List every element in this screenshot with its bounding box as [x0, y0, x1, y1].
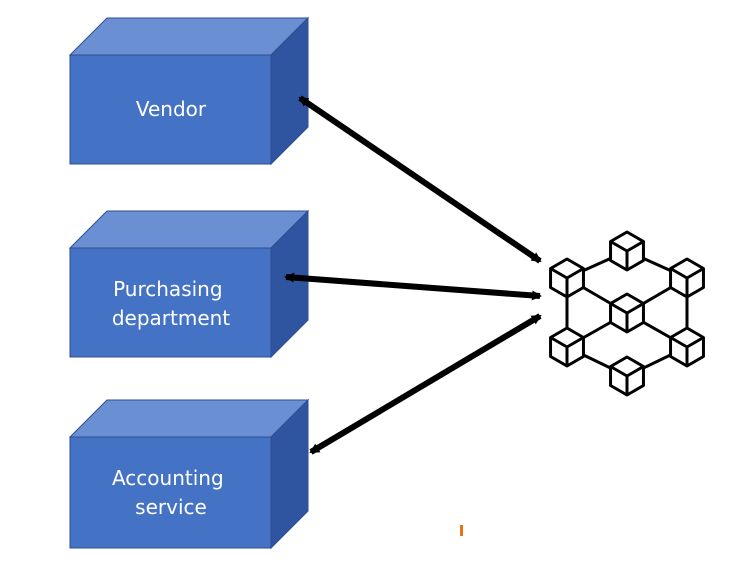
vendor-box-top — [68, 17, 310, 56]
accounting-label-line-1: Accounting — [112, 466, 224, 490]
blockchain-network-icon — [549, 230, 705, 397]
purchasing-label-line-1: Purchasing — [113, 277, 222, 301]
network-cube-bottom — [609, 355, 645, 397]
vendor-box-label: Vendor — [136, 97, 207, 121]
cube-edges — [549, 336, 585, 366]
cursor-mark — [460, 525, 463, 536]
accounting-box-front — [69, 436, 272, 549]
purchasing-label-line-2: department — [112, 306, 230, 330]
purchasing-network-arrow — [284, 272, 542, 301]
network-cube-top — [609, 230, 645, 272]
accounting-service-box: Accounting service — [68, 398, 310, 550]
network-cube-upper-right — [669, 257, 705, 299]
cube-edges — [669, 267, 705, 297]
connector-arrows — [284, 95, 542, 455]
accounting-box-top — [68, 399, 310, 438]
purchasing-box-top — [68, 210, 310, 249]
purchasing-box-label: Purchasing department — [112, 277, 230, 330]
network-cube-lower-left — [549, 326, 585, 368]
accounting-box-label: Accounting service — [112, 466, 230, 519]
vendor-network-arrow — [298, 95, 542, 264]
cube-edges — [609, 240, 645, 270]
network-cube-center — [609, 292, 645, 334]
accounting-network-arrow — [309, 313, 542, 455]
cube-edges — [609, 365, 645, 395]
purchasing-box-front — [69, 247, 272, 358]
vendor-label-line-1: Vendor — [136, 97, 207, 121]
network-cube-upper-left — [549, 257, 585, 299]
purchasing-department-box: Purchasing department — [68, 209, 310, 359]
vendor-box: Vendor — [68, 16, 310, 166]
vendor-box-front — [69, 54, 272, 165]
accounting-label-line-2: service — [135, 495, 207, 519]
network-cube-lower-right — [669, 326, 705, 368]
cube-edges — [549, 267, 585, 297]
cube-edges — [609, 302, 645, 332]
cube-edges — [669, 336, 705, 366]
